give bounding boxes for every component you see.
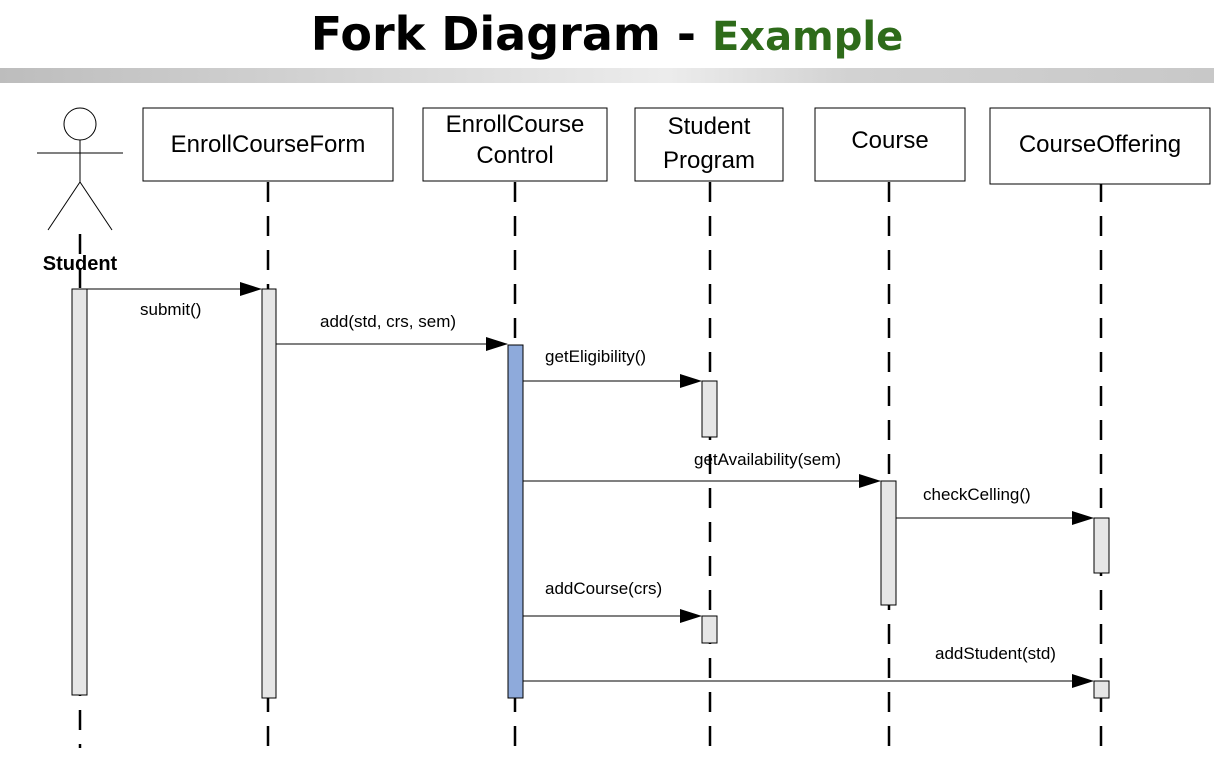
lifeline-label-line1: EnrollCourse — [446, 111, 585, 138]
actor-right-leg — [79, 181, 113, 231]
message-label: addCourse(crs) — [545, 579, 662, 598]
activation-enrollcourseform — [261, 288, 277, 699]
title-accent: Example — [711, 14, 904, 60]
message-addcourse: addCourse(crs) — [523, 579, 702, 623]
message-label: add(std, crs, sem) — [320, 312, 456, 331]
message-label: getAvailability(sem) — [694, 450, 841, 469]
message-submit: submit() — [87, 282, 262, 319]
lifeline-label: Course — [851, 127, 928, 154]
message-addstudent: addStudent(std) — [523, 644, 1094, 688]
message-getavailability: getAvailability(sem) — [523, 450, 881, 488]
lifeline-label: CourseOffering — [1019, 131, 1181, 158]
lifeline-box-enrollcourseform: EnrollCourseForm — [142, 107, 394, 182]
lifeline-label-line2: Program — [663, 147, 755, 174]
lifeline-label-line1: Student — [668, 113, 751, 140]
lifeline-box-course: Course — [814, 107, 966, 182]
message-geteligibility: getEligibility() — [523, 347, 702, 388]
title-divider-bar — [0, 68, 1214, 83]
lifeline-label: EnrollCourseForm — [171, 131, 366, 158]
page-title: Fork Diagram - Example — [0, 6, 1214, 62]
lifeline-box-enrollcoursecontrol: EnrollCourse Control — [422, 107, 608, 182]
lifeline-box-studentprogram: Student Program — [634, 107, 784, 182]
activation-student — [71, 288, 88, 696]
message-checkcelling: checkCelling() — [896, 485, 1094, 525]
message-add: add(std, crs, sem) — [276, 312, 508, 351]
activation-enrollcoursecontrol — [507, 344, 524, 699]
lifeline-box-courseoffering: CourseOffering — [989, 107, 1211, 185]
activation-studentprogram-2 — [701, 615, 718, 644]
activation-courseoffering-2 — [1093, 680, 1110, 699]
title-main: Fork Diagram - — [310, 7, 712, 61]
message-label: getEligibility() — [545, 347, 646, 366]
actor-student: Student — [37, 107, 123, 275]
activation-course — [880, 480, 897, 606]
activation-studentprogram-1 — [701, 380, 718, 438]
lifeline-label-line2: Control — [476, 142, 553, 169]
actor-head — [63, 107, 97, 141]
message-label: submit() — [140, 300, 201, 319]
actor-name-label: Student — [43, 253, 118, 275]
message-label: checkCelling() — [923, 485, 1031, 504]
activation-courseoffering-1 — [1093, 517, 1110, 574]
message-label: addStudent(std) — [935, 644, 1056, 663]
actor-left-leg — [47, 181, 81, 231]
